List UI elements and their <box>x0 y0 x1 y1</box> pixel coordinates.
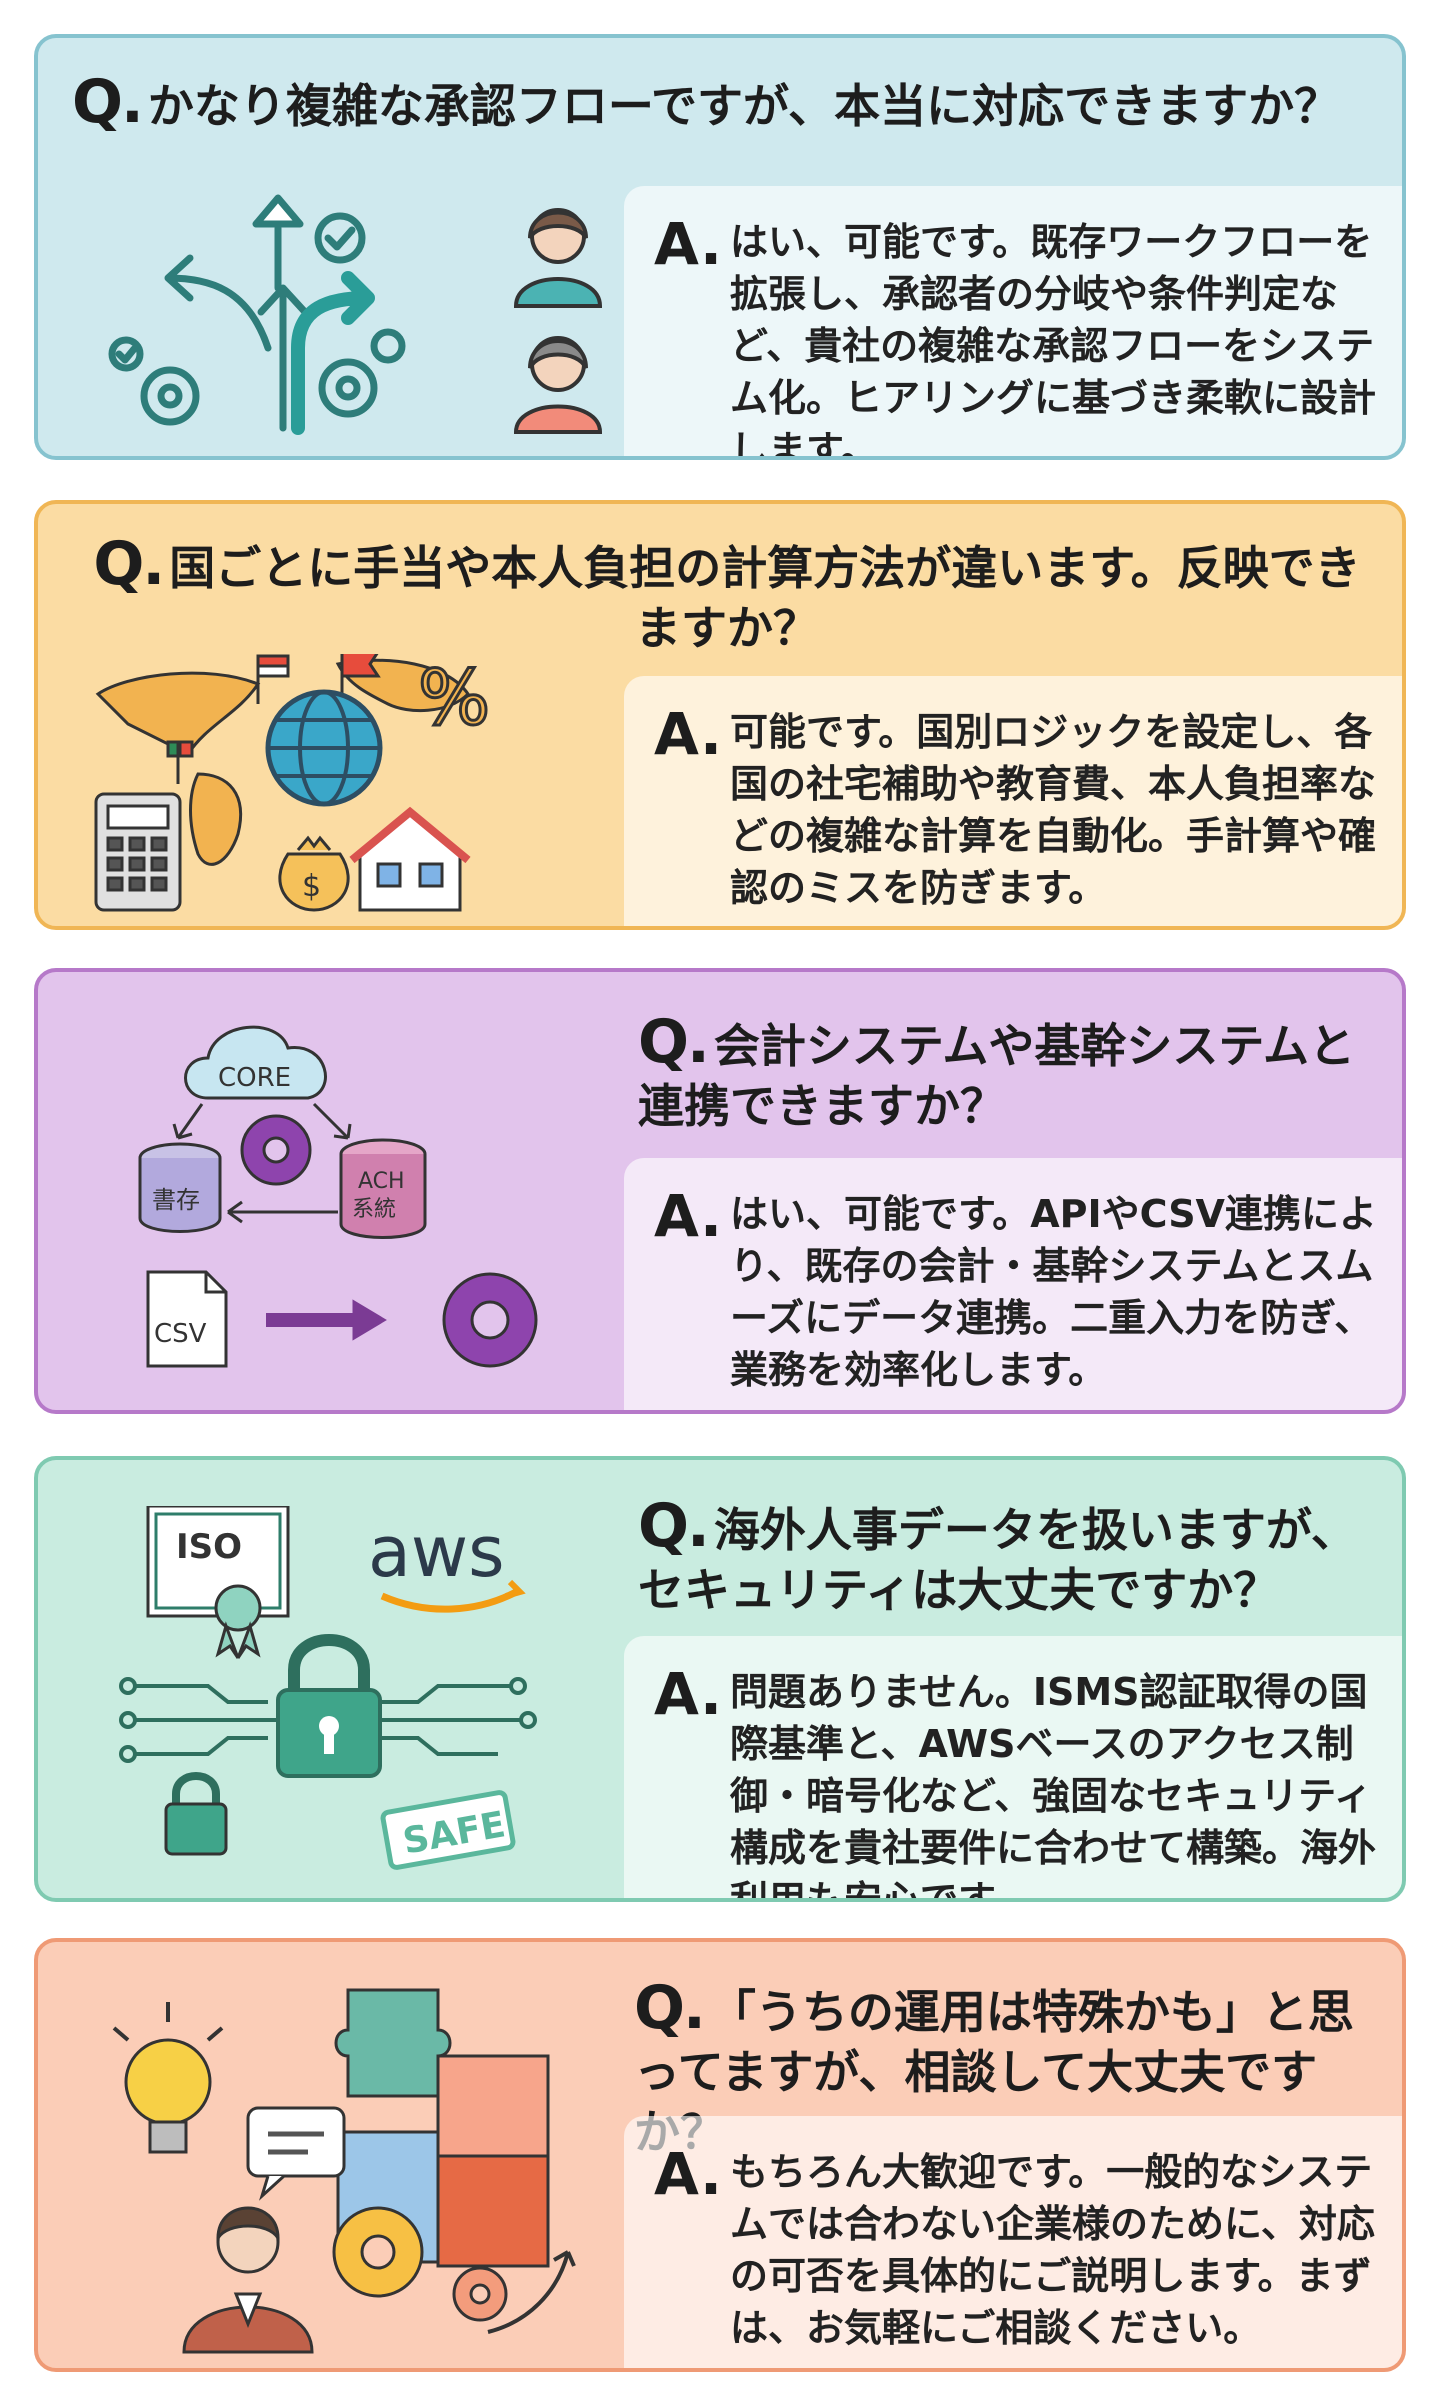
svg-text:CORE: CORE <box>218 1063 291 1093</box>
certificate-icon: ISO <box>146 1506 290 1659</box>
answer-text: はい、可能です。APIやCSV連携により、既存の会計・基幹システムとスムーズにデ… <box>730 1192 1377 1392</box>
faq-card-system-integration: Q.会計システムや基幹システムと連携できますか？ CORE 書存 ACH 系統 … <box>34 968 1406 1414</box>
faq-card-approval-flow: Q.かなり複雑な承認フローですが、本当に対応できますか？ A. はい、可能です。… <box>34 34 1406 460</box>
q-mark: Q. <box>93 529 165 599</box>
a-mark: A. <box>654 700 722 768</box>
security-illustration: ISO aws <box>118 1506 618 1876</box>
svg-text:%: % <box>418 654 490 742</box>
answer-box: A. はい、可能です。既存ワークフローを拡張し、承認者の分岐や条件判定など、貴社… <box>624 186 1402 460</box>
svg-text:ACH: ACH <box>358 1169 405 1194</box>
svg-text:aws: aws <box>368 1511 505 1593</box>
answer-text: 問題ありません。ISMS認証取得の国際基準と、AWSベースのアクセス制御・暗号化… <box>730 1670 1377 1902</box>
gear-icon <box>240 1114 312 1186</box>
answer-box: A. もちろん大歓迎です。一般的なシステムでは合わない企業様のために、対応の可否… <box>624 2116 1402 2368</box>
consultation-illustration <box>108 1982 608 2362</box>
svg-text:ISO: ISO <box>176 1527 242 1567</box>
answer-text: もちろん大歓迎です。一般的なシステムでは合わない企業様のために、対応の可否を具体… <box>730 2150 1375 2350</box>
answer-text: 可能です。国別ロジックを設定し、各国の社宅補助や教育費、本人負担率などの複雑な計… <box>730 710 1377 910</box>
q-mark: Q. <box>72 67 144 137</box>
workflow-arrows-icon <box>98 178 618 438</box>
svg-text:系統: 系統 <box>352 1197 396 1222</box>
integration-illustration: CORE 書存 ACH 系統 CSV <box>138 1002 598 1392</box>
a-mark: A. <box>654 2140 722 2208</box>
question-text: Q.国ごとに手当や本人負担の計算方法が違います。反映できますか？ <box>93 529 1361 655</box>
faq-card-security: Q.海外人事データを扱いますが、セキュリティは大丈夫ですか？ ISO aws <box>34 1456 1406 1902</box>
gear-icon <box>442 1272 538 1368</box>
q-mark: Q. <box>638 1007 710 1077</box>
faq-card-consultation: Q.「うちの運用は特殊かも」と思ってますが、相談して大丈夫ですか？ <box>34 1938 1406 2372</box>
svg-text:CSV: CSV <box>154 1319 207 1349</box>
question-text: Q.会計システムや基幹システムと連携できますか？ <box>638 1007 1356 1133</box>
gear-icon <box>452 2266 508 2322</box>
world-map-icon: % $ <box>88 654 628 914</box>
safe-stamp: SAFE <box>380 1790 516 1870</box>
answer-box: A. はい、可能です。APIやCSV連携により、既存の会計・基幹システムとスムー… <box>624 1158 1402 1410</box>
chat-bubble-icon <box>246 2106 346 2201</box>
svg-text:書存: 書存 <box>152 1186 200 1214</box>
a-mark: A. <box>654 1182 722 1250</box>
question-text: Q.「うちの運用は特殊かも」と思ってますが、相談して大丈夫ですか？ <box>634 1973 1354 2159</box>
faq-card-country-calculation: Q.国ごとに手当や本人負担の計算方法が違います。反映できますか？ % $ <box>34 500 1406 930</box>
gear-icon <box>332 2206 424 2298</box>
answer-text: はい、可能です。既存ワークフローを拡張し、承認者の分岐や条件判定など、貴社の複雑… <box>730 220 1377 460</box>
a-mark: A. <box>654 210 722 278</box>
lightbulb-icon <box>112 2002 224 2154</box>
approver-avatar-icon <box>508 196 608 436</box>
answer-box: A. 可能です。国別ロジックを設定し、各国の社宅補助や教育費、本人負担率などの複… <box>624 676 1402 926</box>
padlock-icon <box>164 1772 228 1856</box>
question-text: Q.かなり複雑な承認フローですが、本当に対応できますか？ <box>72 67 1341 137</box>
q-mark: Q. <box>634 1973 706 2043</box>
answer-box: A. 問題ありません。ISMS認証取得の国際基準と、AWSベースのアクセス制御・… <box>624 1636 1402 1902</box>
aws-logo: aws <box>368 1511 526 1613</box>
a-mark: A. <box>654 1660 722 1728</box>
svg-text:$: $ <box>302 869 321 904</box>
cloud-core-icon <box>184 1025 327 1100</box>
question-text: Q.海外人事データを扱いますが、セキュリティは大丈夫ですか？ <box>638 1491 1357 1617</box>
q-mark: Q. <box>638 1491 710 1561</box>
consultant-icon <box>182 2206 314 2354</box>
padlock-icon <box>276 1634 382 1778</box>
